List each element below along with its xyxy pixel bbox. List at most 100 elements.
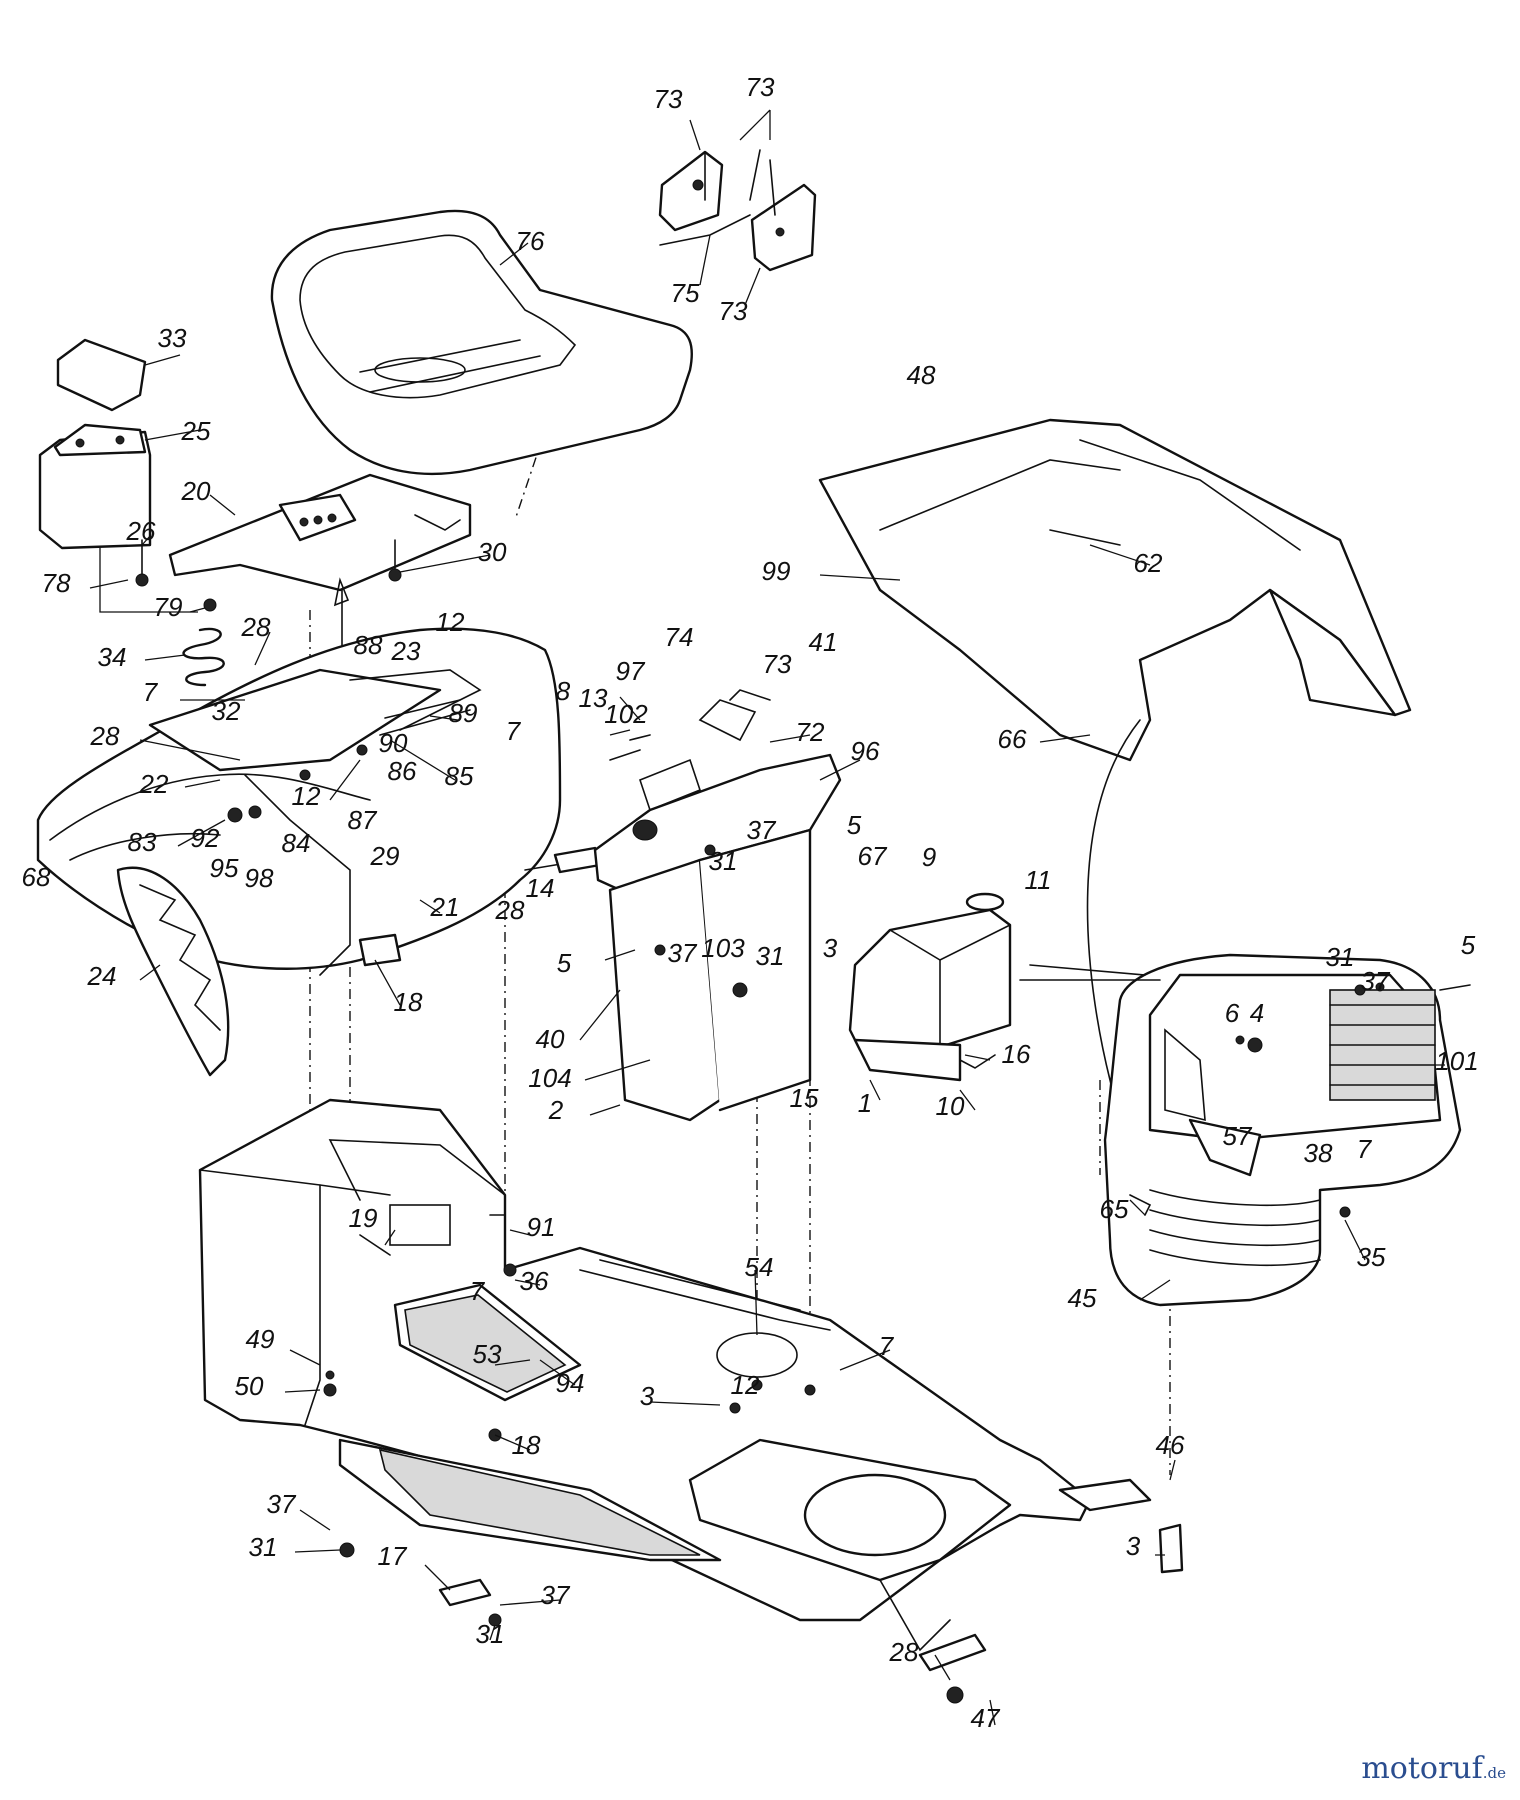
part-label-91: 91 <box>527 1212 556 1242</box>
part-label-73: 73 <box>746 72 775 102</box>
part-label-73: 73 <box>654 84 683 114</box>
part-label-28: 28 <box>241 612 271 642</box>
part-label-103: 103 <box>701 933 745 963</box>
part-label-41: 41 <box>809 627 838 657</box>
part-label-1: 1 <box>858 1088 872 1118</box>
part-label-29: 29 <box>370 841 400 871</box>
battery <box>38 338 402 612</box>
part-label-38: 38 <box>1304 1138 1333 1168</box>
part-label-94: 94 <box>556 1368 585 1398</box>
part-label-31: 31 <box>709 846 738 876</box>
part-label-83: 83 <box>128 827 157 857</box>
fuel-tank <box>848 892 1012 1082</box>
part-label-12: 12 <box>292 781 321 811</box>
part-label-24: 24 <box>87 961 117 991</box>
part-label-5: 5 <box>557 948 572 978</box>
part-label-49: 49 <box>246 1324 275 1354</box>
part-label-75: 75 <box>671 278 700 308</box>
part-label-79: 79 <box>154 592 183 622</box>
part-label-73: 73 <box>763 649 792 679</box>
part-label-76: 76 <box>516 226 545 256</box>
part-label-96: 96 <box>851 736 880 766</box>
seat-spring <box>182 627 225 687</box>
part-label-48: 48 <box>907 360 936 390</box>
part-label-102: 102 <box>604 699 648 729</box>
part-label-66: 66 <box>998 724 1027 754</box>
part-label-46: 46 <box>1156 1430 1185 1460</box>
part-label-68: 68 <box>22 862 51 892</box>
part-label-17: 17 <box>378 1541 408 1571</box>
part-label-7: 7 <box>1357 1134 1373 1164</box>
part-label-5: 5 <box>1461 930 1476 960</box>
part-label-85: 85 <box>445 761 474 791</box>
part-label-12: 12 <box>436 607 465 637</box>
part-label-40: 40 <box>536 1024 565 1054</box>
part-label-101: 101 <box>1435 1046 1478 1076</box>
part-label-37: 37 <box>267 1489 297 1519</box>
chassis-frame <box>198 1098 1184 1704</box>
part-label-33: 33 <box>158 323 187 353</box>
part-label-65: 65 <box>1100 1194 1129 1224</box>
part-label-6: 6 <box>1225 998 1240 1028</box>
part-label-87: 87 <box>348 805 378 835</box>
part-label-18: 18 <box>394 987 423 1017</box>
part-label-10: 10 <box>936 1091 965 1121</box>
part-label-7: 7 <box>506 716 522 746</box>
part-label-57: 57 <box>1223 1121 1253 1151</box>
part-label-53: 53 <box>473 1339 502 1369</box>
part-label-67: 67 <box>858 841 888 871</box>
part-label-34: 34 <box>98 642 127 672</box>
dash-console <box>593 689 842 1122</box>
part-label-3: 3 <box>823 933 838 963</box>
part-label-99: 99 <box>762 556 791 586</box>
part-label-14: 14 <box>526 873 555 903</box>
leader-lines <box>89 109 1445 1726</box>
part-label-9: 9 <box>922 842 936 872</box>
part-label-11: 11 <box>1025 865 1052 895</box>
part-label-37: 37 <box>747 815 777 845</box>
part-label-21: 21 <box>430 892 460 922</box>
part-label-74: 74 <box>665 622 694 652</box>
part-label-7: 7 <box>470 1276 486 1306</box>
part-label-90: 90 <box>379 728 408 758</box>
part-label-73: 73 <box>719 296 748 326</box>
part-label-62: 62 <box>1134 548 1163 578</box>
part-label-28: 28 <box>90 721 120 751</box>
part-label-28: 28 <box>889 1637 919 1667</box>
part-label-8: 8 <box>556 676 571 706</box>
part-label-89: 89 <box>449 698 478 728</box>
part-label-47: 47 <box>971 1703 1001 1733</box>
part-label-30: 30 <box>478 537 507 567</box>
part-label-72: 72 <box>796 717 825 747</box>
part-label-37: 37 <box>1361 966 1391 996</box>
part-label-25: 25 <box>181 416 211 446</box>
watermark-brand: motoruf <box>1361 1751 1483 1786</box>
part-label-36: 36 <box>520 1266 549 1296</box>
part-label-16: 16 <box>1002 1039 1031 1069</box>
part-label-3: 3 <box>1126 1531 1141 1561</box>
part-label-31: 31 <box>476 1619 505 1649</box>
part-label-31: 31 <box>756 941 785 971</box>
part-label-37: 37 <box>541 1580 571 1610</box>
part-label-104: 104 <box>528 1063 571 1093</box>
part-label-7: 7 <box>143 677 159 707</box>
seat <box>270 209 693 476</box>
part-label-32: 32 <box>212 696 241 726</box>
part-label-22: 22 <box>139 769 169 799</box>
fender-side-panel <box>116 866 230 1077</box>
part-label-7: 7 <box>879 1331 895 1361</box>
part-label-31: 31 <box>249 1532 278 1562</box>
part-label-84: 84 <box>282 828 311 858</box>
part-label-97: 97 <box>616 656 646 686</box>
part-label-19: 19 <box>349 1203 378 1233</box>
part-label-37: 37 <box>668 938 698 968</box>
part-label-26: 26 <box>126 516 156 546</box>
part-label-92: 92 <box>191 823 220 853</box>
part-label-2: 2 <box>548 1095 564 1125</box>
part-label-13: 13 <box>579 683 608 713</box>
part-label-45: 45 <box>1068 1283 1097 1313</box>
part-label-4: 4 <box>1250 998 1264 1028</box>
seat-hinge-brackets <box>658 149 817 272</box>
part-label-86: 86 <box>388 756 417 786</box>
